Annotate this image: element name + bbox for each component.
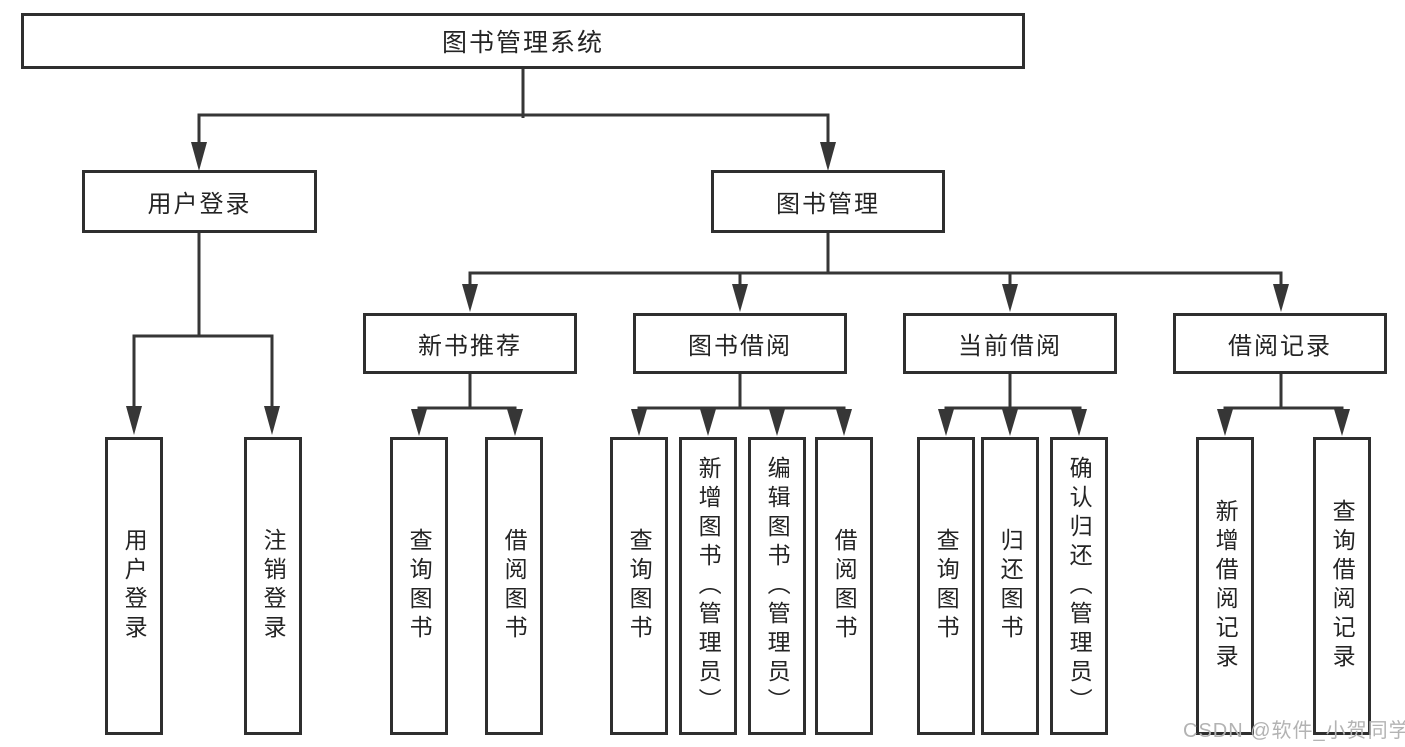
arrowhead-leaf-10 <box>1002 409 1018 436</box>
node-user-login: 用户登录 <box>82 170 317 233</box>
leaf-query-books-current-label: 查询图书 <box>933 528 960 644</box>
leaf-confirm-return-admin: 确认归还（管理员） <box>1050 437 1108 735</box>
node-current-borrow-label: 当前借阅 <box>958 333 1062 360</box>
leaf-query-borrow-record-label: 查询借阅记录 <box>1329 499 1356 673</box>
leaf-borrow-books: 借阅图书 <box>815 437 873 735</box>
node-book-borrow-label: 图书借阅 <box>688 333 792 360</box>
leaf-add-book-admin: 新增图书（管理员） <box>679 437 737 735</box>
arrowhead-leaf-5 <box>631 409 647 436</box>
arrowhead-new-book <box>462 284 478 312</box>
leaf-return-book: 归还图书 <box>981 437 1039 735</box>
node-borrow-record-label: 借阅记录 <box>1228 333 1332 360</box>
leaf-query-books-borrow-label: 查询图书 <box>626 528 653 644</box>
node-book-management-label: 图书管理 <box>776 191 880 218</box>
leaf-query-books-current: 查询图书 <box>917 437 975 735</box>
arrowhead-leaf-8 <box>836 409 852 436</box>
leaf-return-book-label: 归还图书 <box>997 528 1024 644</box>
node-current-borrow: 当前借阅 <box>903 313 1117 374</box>
arrowhead-leaf-7 <box>769 409 785 436</box>
arrowhead-leaf-1 <box>126 406 142 435</box>
arrowhead-user-login <box>191 142 207 171</box>
arrowhead-book-mgmt <box>820 142 836 171</box>
node-library-system: 图书管理系统 <box>21 13 1025 69</box>
leaf-confirm-return-admin-label: 确认归还（管理员） <box>1066 455 1093 717</box>
node-book-management: 图书管理 <box>711 170 945 233</box>
arrowhead-leaf-4 <box>507 409 523 436</box>
csdn-watermark: CSDN @软件_小贺同学 <box>1183 720 1405 742</box>
leaf-borrow-books-recommend-label: 借阅图书 <box>501 528 528 644</box>
leaf-query-borrow-record: 查询借阅记录 <box>1313 437 1371 735</box>
arrowhead-leaf-11 <box>1071 409 1087 436</box>
leaf-logout: 注销登录 <box>244 437 302 735</box>
arrowhead-leaf-2 <box>264 406 280 435</box>
leaf-logout-label: 注销登录 <box>260 528 287 644</box>
node-book-borrow: 图书借阅 <box>633 313 847 374</box>
arrowheads <box>126 142 1350 436</box>
node-borrow-record: 借阅记录 <box>1173 313 1387 374</box>
leaf-query-books-recommend: 查询图书 <box>390 437 448 735</box>
arrowhead-leaf-9 <box>938 409 954 436</box>
arrowhead-book-borrow <box>732 284 748 312</box>
arrowhead-leaf-12 <box>1217 409 1233 436</box>
connector-lines <box>132 69 1344 410</box>
node-new-book-recommend: 新书推荐 <box>363 313 577 374</box>
leaf-edit-book-admin-label: 编辑图书（管理员） <box>764 455 791 717</box>
leaf-edit-book-admin: 编辑图书（管理员） <box>748 437 806 735</box>
leaf-user-login-label: 用户登录 <box>121 528 148 644</box>
leaf-borrow-books-label: 借阅图书 <box>831 528 858 644</box>
leaf-query-books-recommend-label: 查询图书 <box>406 528 433 644</box>
leaf-add-book-admin-label: 新增图书（管理员） <box>695 455 722 717</box>
arrowhead-leaf-6 <box>700 409 716 436</box>
arrowhead-borrow-record <box>1273 284 1289 312</box>
node-user-login-label: 用户登录 <box>147 191 252 218</box>
node-library-system-label: 图书管理系统 <box>441 29 604 57</box>
leaf-add-borrow-record: 新增借阅记录 <box>1196 437 1254 735</box>
leaf-user-login: 用户登录 <box>105 437 163 735</box>
node-new-book-recommend-label: 新书推荐 <box>418 333 522 360</box>
arrowhead-leaf-3 <box>411 409 427 436</box>
arrowhead-leaf-13 <box>1334 409 1350 436</box>
leaf-add-borrow-record-label: 新增借阅记录 <box>1212 499 1239 673</box>
arrowhead-current-borrow <box>1002 284 1018 312</box>
leaf-query-books-borrow: 查询图书 <box>610 437 668 735</box>
leaf-borrow-books-recommend: 借阅图书 <box>485 437 543 735</box>
